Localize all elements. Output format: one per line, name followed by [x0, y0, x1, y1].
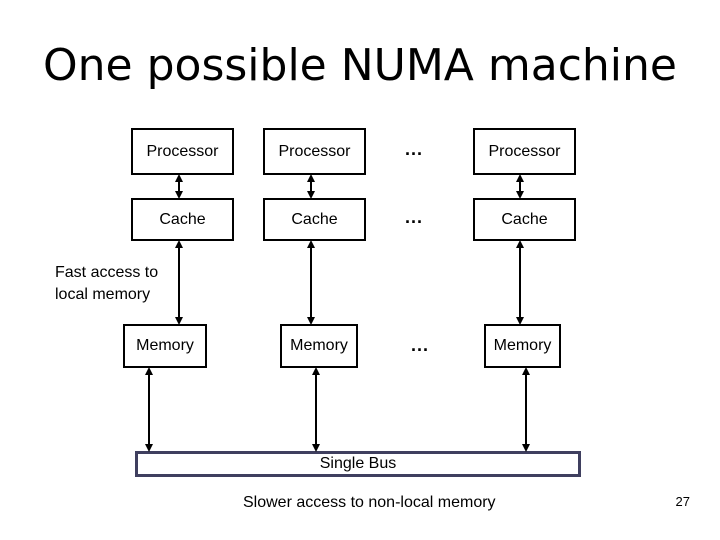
memory-box-2: Memory — [280, 324, 358, 368]
fast-access-line-2: local memory — [55, 286, 151, 303]
cache-box-2: Cache — [263, 198, 366, 241]
ellipsis-cache-row: ... — [405, 207, 424, 227]
single-bus: Single Bus — [135, 451, 581, 477]
processor-box-2: Processor — [263, 128, 366, 175]
bus-label: Single Bus — [319, 455, 397, 472]
page-number: 27 — [675, 494, 690, 509]
processor-box-1: Processor — [131, 128, 234, 175]
fast-access-line-1: Fast access to — [55, 264, 159, 281]
ellipsis-memory-row: ... — [411, 335, 430, 355]
cache-box-3: Cache — [473, 198, 576, 241]
memory-box-1: Memory — [123, 324, 207, 368]
fast-access-label: Fast access to local memory — [55, 262, 158, 306]
slow-access-label: Slower access to non-local memory — [243, 494, 496, 511]
ellipsis-processor-row: ... — [405, 139, 424, 159]
processor-box-3: Processor — [473, 128, 576, 175]
slide-title: One possible NUMA machine — [43, 40, 677, 91]
memory-box-3: Memory — [484, 324, 561, 368]
cache-box-1: Cache — [131, 198, 234, 241]
